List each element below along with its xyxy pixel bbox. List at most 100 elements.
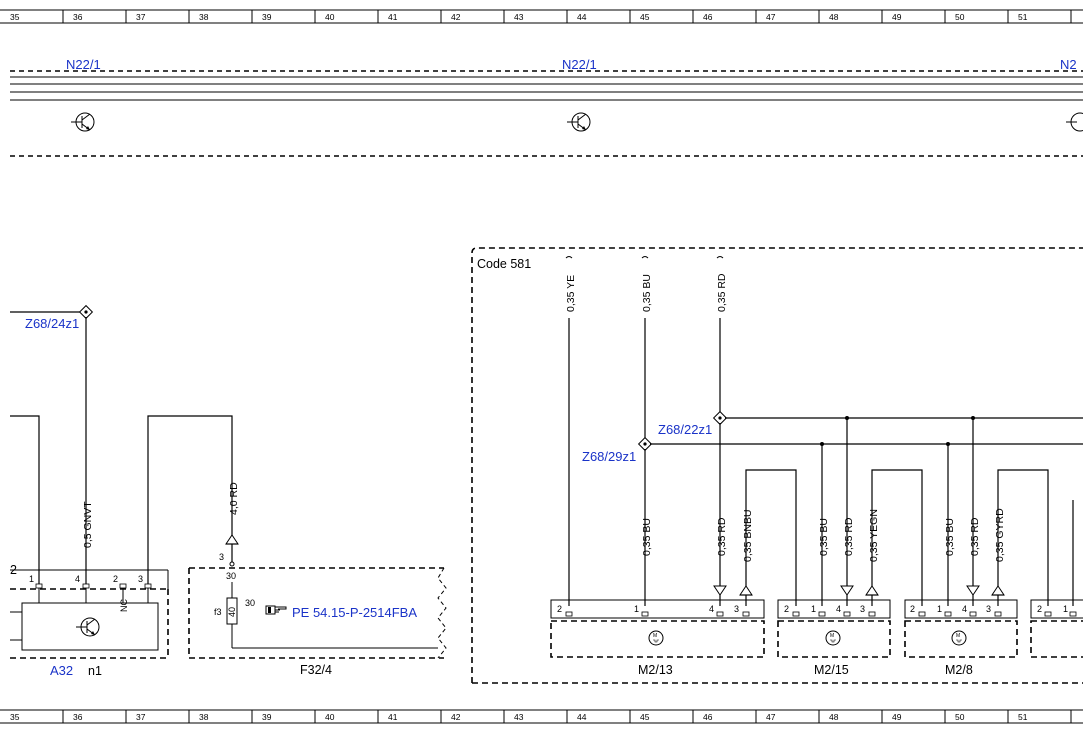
ruler-column-label: 43	[514, 712, 524, 722]
f32-4-fuse-value: 40	[227, 607, 237, 617]
ruler-column-label: 45	[640, 712, 650, 722]
ruler-column-label: 45	[640, 12, 650, 22]
transistor-icon	[1066, 112, 1083, 132]
f32-4-fuse-label: f3	[214, 607, 222, 617]
wire-m213-bu-label: 0,35 BU	[641, 518, 653, 556]
m2-next-pin: 2	[1037, 604, 1042, 614]
ruler-column-label: 35	[10, 712, 20, 722]
hand-pointer-icon	[265, 605, 287, 615]
m2-8-name: M2/8	[945, 663, 973, 677]
z68-29z1-label: Z68/29z1	[582, 449, 636, 464]
svg-text:M: M	[956, 633, 960, 639]
m2-8-pin: 3	[986, 604, 991, 614]
a32-pin-3: 3	[138, 574, 143, 584]
n2-label-c: N2	[1060, 57, 1077, 72]
wire-m213-rd-label: 0,35 RD	[716, 517, 728, 556]
m2-15-name: M2/15	[814, 663, 849, 677]
ruler-column-label: 39	[262, 712, 272, 722]
m2-13-pin: 1	[634, 604, 639, 614]
m2-13-pin: 2	[557, 604, 562, 614]
f32-4-name: F32/4	[300, 663, 332, 677]
wire-top-ye-label: 0,35 YE	[565, 275, 577, 312]
ruler-column-label: 40	[325, 12, 335, 22]
m2-13-component: 2 1 4 3 M M2/13	[550, 599, 765, 677]
f32-4-pin-top: 30	[226, 571, 236, 581]
a32-pin-2: 2	[113, 574, 118, 584]
ruler-column-label: 37	[136, 12, 146, 22]
ruler-column-label: 38	[199, 712, 209, 722]
m2-next-component: 2 1	[1030, 599, 1083, 658]
n22-1-label-a: N22/1	[66, 57, 101, 72]
ruler-column-label: 42	[451, 12, 461, 22]
ruler-column-label: 49	[892, 712, 902, 722]
ruler-column-label: 48	[829, 12, 839, 22]
z68-24z1-label: Z68/24z1	[25, 316, 79, 331]
ruler-column-label: 40	[325, 712, 335, 722]
wire-m28-rd-label: 0,35 RD	[969, 517, 981, 556]
wire-rd40-label: 4,0 RD	[228, 482, 240, 515]
ruler-column-label: 41	[388, 712, 398, 722]
wire-gnvt-label: 0,5 GNVT	[82, 501, 94, 548]
n22-1-label-b: N22/1	[562, 57, 597, 72]
transistor-icon	[76, 617, 100, 637]
connector-diamond-icon	[712, 410, 728, 426]
a32-name: A32	[50, 663, 73, 678]
m2-8-pin: 2	[910, 604, 915, 614]
a32-pin-left: 2	[10, 563, 17, 577]
connector-diamond-icon	[637, 436, 653, 452]
m2-13-pin: 3	[734, 604, 739, 614]
motor-icon: M	[825, 630, 841, 646]
m2-15-pin: 4	[836, 604, 841, 614]
ruler-column-label: 42	[451, 712, 461, 722]
a32-section: Z68/24z1 0,5 GNVT 2 1 4 2 3 NC	[10, 304, 233, 678]
ruler-column-label: 36	[73, 12, 83, 22]
transistor-icon	[567, 112, 591, 132]
m2-15-component: 2 1 4 3 M M2/15	[777, 599, 891, 677]
m2-8-pin: 1	[937, 604, 942, 614]
ruler-column-label: 51	[1018, 12, 1028, 22]
f32-4-section: 4,0 RD 3 30 40 f3 30 PE 54.15-P-2514FBA …	[188, 482, 447, 677]
wire-m215-rd-label: 0,35 RD	[843, 517, 855, 556]
ruler-column-label: 47	[766, 712, 776, 722]
wire-top-rd-label: 0,35 RD	[716, 273, 728, 312]
ruler-column-label: 39	[262, 12, 272, 22]
svg-text:M: M	[830, 633, 834, 639]
motor-icon: M	[951, 630, 967, 646]
m2-8-pin: 4	[962, 604, 967, 614]
code-581-region: Code 581 0,35 YE 0,35 BU 0,35 RD Z68/22z…	[471, 247, 1083, 684]
ruler-column-label: 43	[514, 12, 524, 22]
ruler-column-label: 44	[577, 12, 587, 22]
ruler-column-label: 46	[703, 12, 713, 22]
arrow-markers	[713, 585, 1005, 606]
ruler-column-label: 50	[955, 712, 965, 722]
ruler-column-label: 49	[892, 12, 902, 22]
f32-4-reference-link[interactable]: PE 54.15-P-2514FBA	[292, 605, 417, 620]
ruler-column-label: 41	[388, 12, 398, 22]
wire-m28-gyrd-label: 0,35 GYRD	[994, 508, 1006, 562]
ruler-column-label: 37	[136, 712, 146, 722]
wire-m213-bnbu-label: 0,35 BNBU	[742, 509, 754, 562]
wire-m215-yegn-label: 0,35 YEGN	[868, 509, 880, 562]
wire-top-bu-label: 0,35 BU	[641, 274, 653, 312]
m2-15-pin: 3	[860, 604, 865, 614]
motor-icon: M	[648, 630, 664, 646]
ruler-column-label: 46	[703, 712, 713, 722]
m2-15-pin: 1	[811, 604, 816, 614]
m2-8-component: 2 1 4 3 M M2/8	[904, 599, 1018, 677]
ruler-column-label: 51	[1018, 712, 1028, 722]
top-bus: N22/1 N22/1 N2	[10, 57, 1083, 157]
m2-next-pin: 1	[1063, 604, 1068, 614]
m2-13-name: M2/13	[638, 663, 673, 677]
f32-4-pin-right: 30	[245, 598, 255, 608]
ruler-column-label: 50	[955, 12, 965, 22]
code-581-label: Code 581	[477, 257, 531, 271]
wire-m28-bu-label: 0,35 BU	[944, 518, 956, 556]
ruler-column-label: 38	[199, 12, 209, 22]
m2-15-pin: 2	[784, 604, 789, 614]
connector-diamond-icon	[78, 304, 94, 320]
ruler-column-label: 44	[577, 712, 587, 722]
svg-text:M: M	[653, 633, 657, 639]
